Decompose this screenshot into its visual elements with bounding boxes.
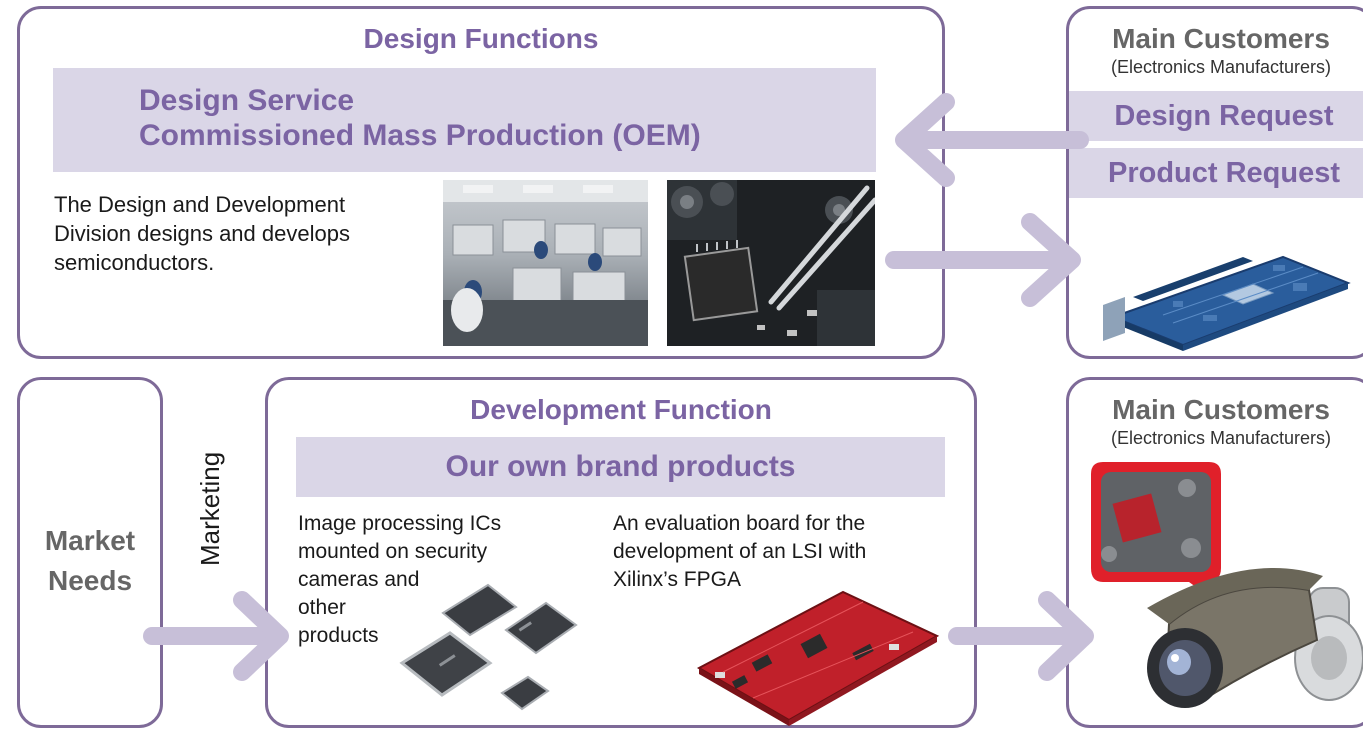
oem-label: Commissioned Mass Production (OEM) — [139, 119, 701, 152]
board-description: An evaluation board for the development … — [613, 510, 866, 594]
needs-label: Needs — [47, 565, 133, 596]
market-needs-label: Market Needs — [20, 521, 160, 601]
design-office-photo — [443, 180, 648, 346]
product-request-label: Product Request — [1107, 157, 1341, 189]
design-description-line3: semiconductors. — [54, 250, 215, 275]
brand-products-band: Our own brand products — [296, 437, 945, 497]
development-function-panel: Development Function Our own brand produ… — [265, 377, 977, 728]
market-needs-panel: Market Needs — [17, 377, 163, 728]
main-customers-bottom-panel: Main Customers (Electronics Manufacturer… — [1066, 377, 1363, 728]
design-description-line1: The Design and Development — [54, 192, 346, 217]
board-line2: development of an LSI with — [613, 540, 867, 563]
market-label: Market — [44, 525, 136, 556]
ics-description: Image processing ICs mounted on security… — [298, 510, 501, 650]
design-service-label: Design Service — [139, 84, 355, 117]
security-camera-illustration — [1077, 458, 1363, 726]
main-customers-bottom-title: Main Customers — [1112, 394, 1330, 425]
design-service-band: Design Service Commissioned Mass Product… — [53, 68, 876, 172]
design-description: The Design and Development Division desi… — [54, 190, 414, 277]
soldering-photo — [667, 180, 875, 346]
development-function-title: Development Function — [470, 394, 772, 425]
design-request-band: Design Request — [1069, 91, 1363, 141]
ics-line3: cameras and — [298, 568, 420, 591]
ics-line4: other — [298, 596, 346, 619]
ics-line2: mounted on security — [298, 540, 488, 563]
main-customers-top-panel: Main Customers (Electronics Manufacturer… — [1066, 6, 1363, 359]
design-description-line2: Division designs and develops — [54, 221, 350, 246]
product-delivery-arrow — [885, 213, 1081, 307]
main-customers-top-subtitle: (Electronics Manufacturers) — [1110, 57, 1332, 77]
board-line1: An evaluation board for the — [613, 512, 866, 535]
circuit-card-illustration — [1103, 205, 1363, 355]
design-request-label: Design Request — [1114, 100, 1334, 132]
design-request-arrow — [895, 93, 1089, 187]
development-to-customers-arrow — [948, 591, 1094, 681]
board-line3: Xilinx’s FPGA — [613, 568, 741, 591]
brand-products-label: Our own brand products — [445, 450, 796, 483]
marketing-label: Marketing — [195, 451, 225, 566]
ic-chips-illustration — [398, 575, 598, 725]
market-to-development-arrow — [143, 591, 289, 681]
ics-line1: Image processing ICs — [298, 512, 502, 535]
design-functions-title: Design Functions — [363, 23, 599, 54]
main-customers-bottom-subtitle: (Electronics Manufacturers) — [1110, 428, 1332, 448]
product-request-band: Product Request — [1069, 148, 1363, 198]
design-functions-panel: Design Functions Design Service Commissi… — [17, 6, 945, 359]
fpga-board-illustration — [693, 588, 943, 728]
main-customers-top-title: Main Customers — [1112, 23, 1330, 54]
ics-line5: products — [298, 624, 379, 647]
